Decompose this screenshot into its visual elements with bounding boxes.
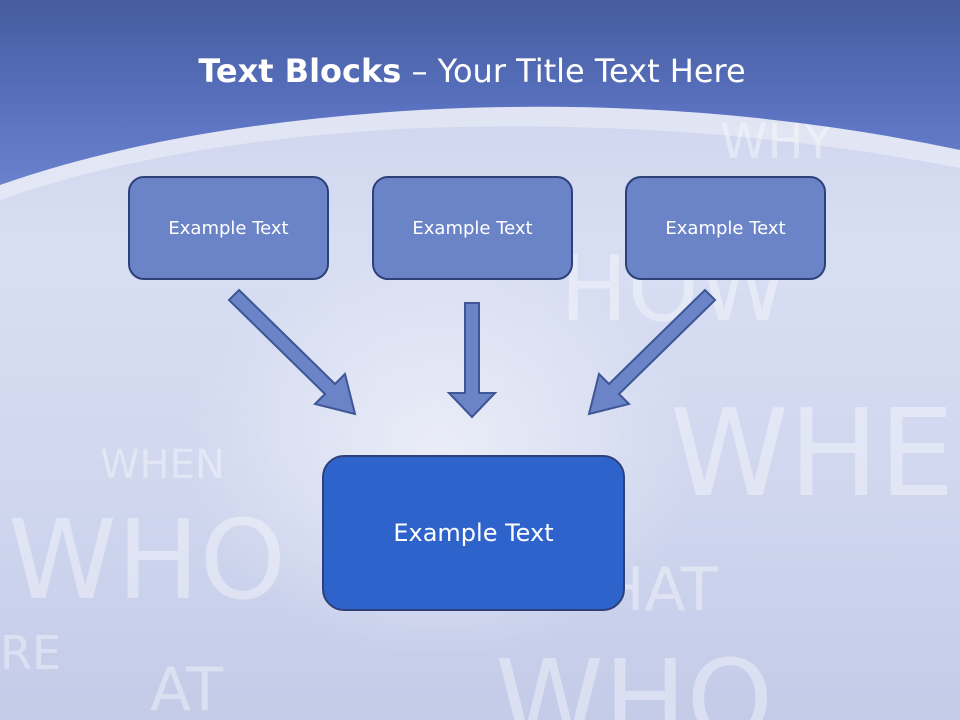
background-word: WHE	[670, 385, 955, 524]
arrow-down-icon	[446, 302, 498, 419]
background-word: WHEN	[100, 442, 225, 488]
slide-title: Text Blocks – Your Title Text Here	[0, 52, 944, 90]
background-word: WHO	[8, 496, 287, 624]
background-word: RE	[0, 626, 62, 680]
title-rest: Your Title Text Here	[437, 52, 746, 90]
text-block-top-middle[interactable]: Example Text	[372, 176, 573, 280]
arrow-left-icon	[227, 288, 357, 416]
background-word: AT	[150, 655, 224, 720]
background-word: WHO	[495, 636, 774, 720]
title-dash: –	[411, 52, 428, 90]
arrow-right-icon	[587, 288, 717, 416]
text-block-label: Example Text	[665, 217, 786, 239]
background-word: WHY	[720, 114, 833, 170]
text-block-top-right[interactable]: Example Text	[625, 176, 826, 280]
text-block-label: Example Text	[412, 217, 533, 239]
text-block-label: Example Text	[393, 519, 554, 547]
text-block-label: Example Text	[168, 217, 289, 239]
title-bold: Text Blocks	[198, 52, 402, 90]
header-band	[0, 0, 960, 200]
text-block-top-left[interactable]: Example Text	[128, 176, 329, 280]
text-block-target[interactable]: Example Text	[322, 455, 625, 611]
